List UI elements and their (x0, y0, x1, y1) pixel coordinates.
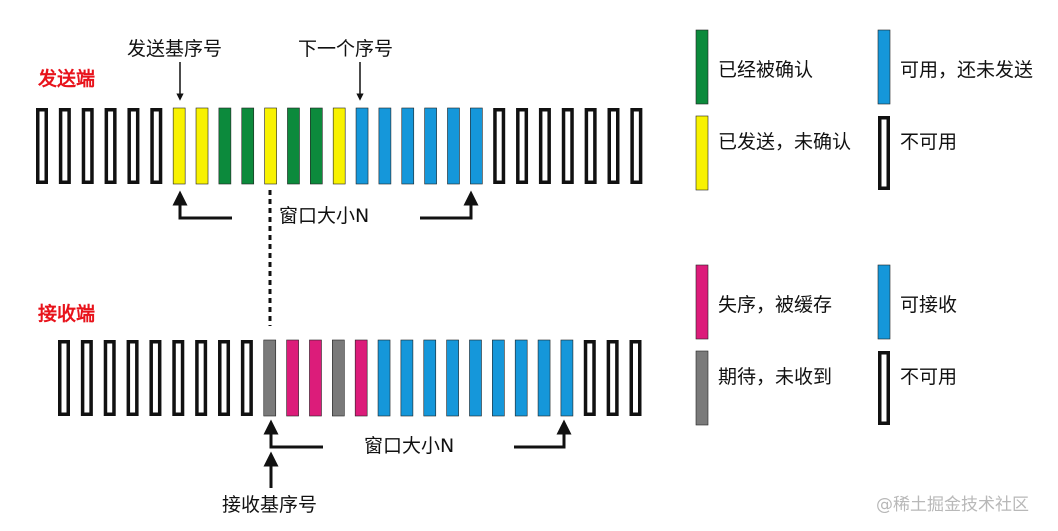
green-bar-icon (695, 29, 709, 105)
receiver-sequence-row (58, 339, 642, 417)
gray-bar-icon (695, 350, 709, 426)
legend-label-none: 不可用 (900, 131, 957, 153)
receiver-slot-out-of-order (286, 339, 299, 417)
sender-slot-usable (447, 107, 460, 185)
receiver-slot-usable (492, 339, 505, 417)
send-base-label: 发送基序号 (127, 38, 222, 60)
sender-slot-none (516, 108, 529, 184)
sender-window-right-arrow (420, 190, 479, 220)
receiver-window-right-arrow (514, 419, 572, 449)
receiver-slot-usable (400, 339, 414, 417)
next-seq-label: 下一个序号 (298, 38, 393, 60)
sender-slot-sent (195, 107, 209, 185)
sender-window-left-arrow (172, 190, 232, 220)
receiver-slot-none (172, 340, 185, 416)
receiver-slot-usable (446, 339, 459, 417)
sender-slot-none (538, 108, 551, 184)
sender-slot-none (104, 108, 117, 184)
receiver-window-left-arrow (263, 419, 323, 449)
watermark-text: @稀土掘金技术社区 (876, 495, 1029, 515)
receiver-slot-none (149, 340, 162, 416)
sender-slot-none (607, 108, 620, 184)
sender-label: 发送端 (37, 67, 95, 90)
sender-slot-none (81, 108, 94, 184)
blue-bar-icon (877, 29, 891, 105)
receiver-slot-usable (560, 339, 574, 417)
receiver-slot-none (606, 340, 619, 416)
sender-slot-usable (470, 107, 483, 185)
sender-slot-sent (264, 107, 277, 185)
receiver-slot-none (195, 340, 208, 416)
legend-label-usable: 可用，还未发送 (900, 59, 1033, 81)
receiver-slot-none (103, 340, 116, 416)
receiver-label: 接收端 (38, 302, 95, 325)
sender-slot-none (493, 108, 506, 184)
sender-slot-none (36, 108, 48, 184)
receiver-slot-none (629, 340, 642, 416)
sender-slot-sent (172, 107, 186, 185)
receiver-slot-usable (469, 339, 482, 417)
legend-label-out-of-order: 失序，被缓存 (718, 294, 832, 316)
receiver-slot-none (126, 340, 139, 416)
receiver-slot-expected (263, 339, 277, 417)
sender-slot-none (150, 108, 163, 184)
recv-base-label: 接收基序号 (222, 494, 317, 516)
receiver-slot-none (80, 340, 93, 416)
receiver-slot-out-of-order (354, 339, 368, 417)
magenta-bar-icon (695, 264, 709, 340)
hollow-bar-icon (878, 351, 890, 425)
legend-label-expected: 期待，未收到 (718, 366, 832, 388)
legend-label-usable: 可接收 (900, 294, 957, 316)
receiver-slot-none (583, 340, 596, 416)
receiver-slot-none (240, 340, 253, 416)
sender-slot-acked (310, 107, 323, 185)
sender-sequence-row (36, 107, 643, 185)
sender-slot-usable (355, 107, 369, 185)
legend-label-sent: 已发送，未确认 (718, 131, 851, 153)
sender-slot-usable (401, 107, 415, 185)
sender-slot-acked (287, 107, 300, 185)
receiver-slot-expected (332, 339, 345, 417)
sender-slot-sent (332, 107, 346, 185)
receiver-slot-usable (537, 339, 551, 417)
sender-slot-usable (378, 107, 392, 185)
blue-bar-icon (877, 264, 891, 340)
receiver-slot-none (58, 340, 70, 416)
sender-slot-none (630, 108, 643, 184)
sender-window-label: 窗口大小N (279, 205, 369, 227)
legend-label-acked: 已经被确认 (718, 59, 813, 81)
sender-slot-none (127, 108, 140, 184)
receiver-slot-usable (514, 339, 528, 417)
sender-slot-none (58, 108, 71, 184)
receiver-slot-none (218, 340, 231, 416)
yellow-bar-icon (695, 115, 709, 191)
sender-slot-usable (424, 107, 437, 185)
sender-slot-none (561, 108, 574, 184)
receiver-window-label: 窗口大小N (364, 435, 454, 457)
hollow-bar-icon (878, 116, 890, 190)
sender-slot-none (584, 108, 597, 184)
receiver-slot-usable (423, 339, 437, 417)
sender-slot-acked (218, 107, 232, 185)
legend-label-none: 不可用 (900, 366, 957, 388)
sender-slot-acked (241, 107, 255, 185)
receiver-slot-out-of-order (309, 339, 322, 417)
receiver-slot-usable (377, 339, 391, 417)
